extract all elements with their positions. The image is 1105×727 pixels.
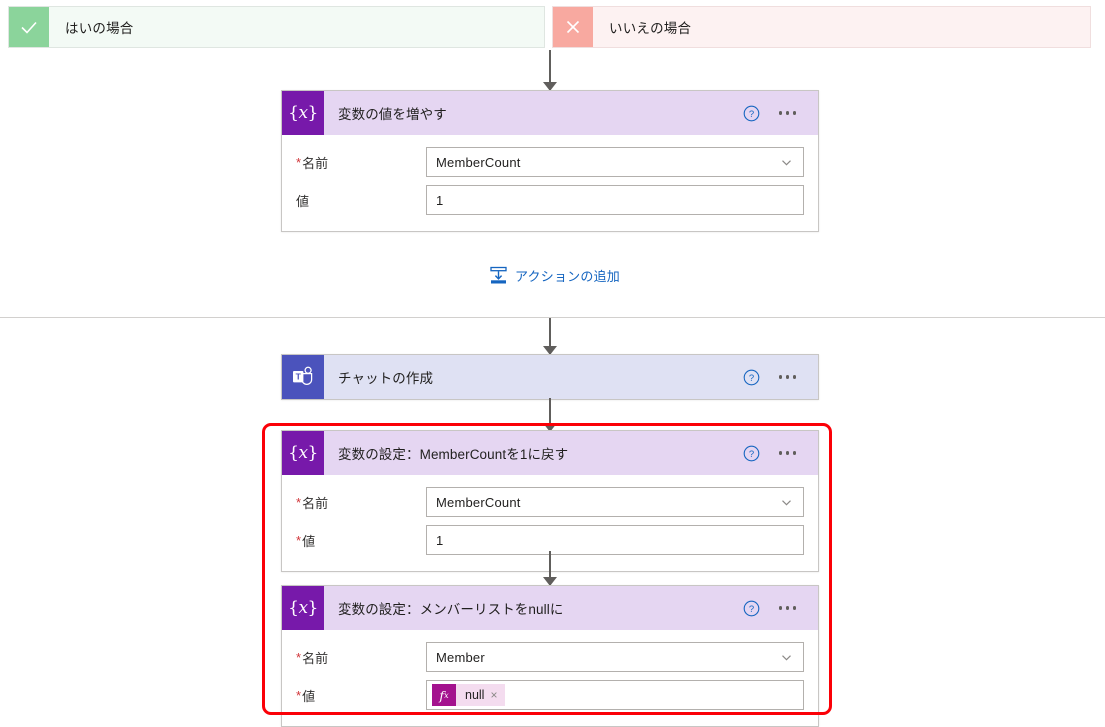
variable-name-dropdown[interactable]: MemberCount xyxy=(426,487,804,517)
field-row-name: * 名前 MemberCount xyxy=(296,147,804,177)
field-label-name: * 名前 xyxy=(296,153,426,172)
chevron-down-icon[interactable] xyxy=(780,156,793,169)
required-asterisk: * xyxy=(296,687,302,703)
field-row-value: * 値 1 xyxy=(296,525,804,555)
remove-token-icon[interactable]: × xyxy=(490,688,498,702)
yes-branch-header[interactable]: はいの場合 xyxy=(8,6,545,48)
help-circle-icon[interactable]: ? xyxy=(743,600,760,617)
insert-action-icon xyxy=(490,266,507,284)
variable-braces-icon: {x} xyxy=(282,431,324,475)
required-asterisk: * xyxy=(296,532,302,548)
svg-text:?: ? xyxy=(749,449,754,460)
variable-name-value: MemberCount xyxy=(436,494,521,510)
chevron-down-icon[interactable] xyxy=(780,651,793,664)
connector-arrow-to-create-chat xyxy=(543,318,557,355)
required-asterisk: * xyxy=(296,649,302,665)
action-card-set-variable-membercount[interactable]: {x} 変数の設定：MemberCountを1に戻す ? * 名前 Member… xyxy=(281,430,819,572)
add-action-label: アクションの追加 xyxy=(515,269,620,284)
action-card-increment-variable[interactable]: {x} 変数の値を増やす ? * 名前 MemberCount xyxy=(281,90,819,232)
check-icon xyxy=(9,7,49,47)
field-label-text: 名前 xyxy=(302,650,329,666)
field-label-text: 値 xyxy=(302,533,316,549)
card-header-set-variable-membercount[interactable]: {x} 変数の設定：MemberCountを1に戻す ? xyxy=(282,431,818,475)
field-label-value: 値 xyxy=(296,191,426,210)
increment-value-text: 1 xyxy=(436,192,444,208)
yes-branch-label: はいの場合 xyxy=(65,21,134,36)
card-title-create-chat: チャットの作成 xyxy=(338,371,434,386)
field-label-value: * 値 xyxy=(296,531,426,550)
ellipsis-icon[interactable] xyxy=(777,107,798,118)
connector-arrow-to-set-variable-membercount xyxy=(543,398,557,432)
card-title-set-variable-membercount: 変数の設定：MemberCountを1に戻す xyxy=(338,447,569,462)
add-action-button[interactable]: アクションの追加 xyxy=(489,266,620,285)
connector-arrow-to-increment-variable xyxy=(543,50,557,91)
svg-text:?: ? xyxy=(749,373,754,384)
ellipsis-icon[interactable] xyxy=(777,371,798,382)
action-card-create-chat[interactable]: T チャットの作成 ? xyxy=(281,354,819,400)
ellipsis-icon[interactable] xyxy=(777,602,798,613)
microsoft-teams-icon: T xyxy=(282,355,324,399)
variable-name-value: MemberCount xyxy=(436,154,521,170)
help-circle-icon[interactable]: ? xyxy=(743,369,760,386)
set-variable-value-text: 1 xyxy=(436,532,444,548)
field-row-value: 値 1 xyxy=(296,185,804,215)
help-circle-icon[interactable]: ? xyxy=(743,105,760,122)
field-label-text: 値 xyxy=(296,193,310,209)
set-variable-value-input[interactable]: 1 xyxy=(426,525,804,555)
field-label-text: 名前 xyxy=(302,495,329,511)
connector-arrow-to-set-variable-member-null xyxy=(543,551,557,586)
expression-chip-label: null xyxy=(465,688,485,702)
help-circle-icon[interactable]: ? xyxy=(743,445,760,462)
chevron-down-icon[interactable] xyxy=(780,496,793,509)
card-header-create-chat[interactable]: T チャットの作成 ? xyxy=(282,355,818,399)
svg-text:?: ? xyxy=(749,604,754,615)
svg-text:T: T xyxy=(296,372,302,382)
increment-value-input[interactable]: 1 xyxy=(426,185,804,215)
field-row-name: * 名前 Member xyxy=(296,642,804,672)
variable-braces-icon: {x} xyxy=(282,586,324,630)
card-header-set-variable-member-null[interactable]: {x} 変数の設定：メンバーリストをnullに ? xyxy=(282,586,818,630)
field-row-name: * 名前 MemberCount xyxy=(296,487,804,517)
variable-braces-icon: {x} xyxy=(282,91,324,135)
card-body-increment-variable: * 名前 MemberCount 値 1 xyxy=(282,135,818,231)
no-branch-label: いいえの場合 xyxy=(609,21,692,36)
variable-name-dropdown[interactable]: Member xyxy=(426,642,804,672)
field-label-name: * 名前 xyxy=(296,648,426,667)
variable-name-dropdown[interactable]: MemberCount xyxy=(426,147,804,177)
field-label-text: 値 xyxy=(302,688,316,704)
required-asterisk: * xyxy=(296,154,302,170)
required-asterisk: * xyxy=(296,494,302,510)
variable-name-value: Member xyxy=(436,649,485,665)
card-title-increment-variable: 変数の値を増やす xyxy=(338,107,447,122)
card-title-set-variable-member-null: 変数の設定：メンバーリストをnullに xyxy=(338,602,564,617)
svg-text:?: ? xyxy=(749,109,754,120)
field-label-text: 名前 xyxy=(302,155,329,171)
ellipsis-icon[interactable] xyxy=(777,447,798,458)
action-card-set-variable-member-null[interactable]: {x} 変数の設定：メンバーリストをnullに ? * 名前 Member xyxy=(281,585,819,727)
card-body-set-variable-membercount: * 名前 MemberCount * 値 1 xyxy=(282,475,818,571)
field-label-name: * 名前 xyxy=(296,493,426,512)
field-label-value: * 値 xyxy=(296,686,426,705)
expression-chip[interactable]: null × xyxy=(456,684,506,706)
card-header-increment-variable[interactable]: {x} 変数の値を増やす ? xyxy=(282,91,818,135)
no-branch-header[interactable]: いいえの場合 xyxy=(552,6,1091,48)
close-icon xyxy=(553,7,593,47)
section-divider xyxy=(0,317,1105,318)
